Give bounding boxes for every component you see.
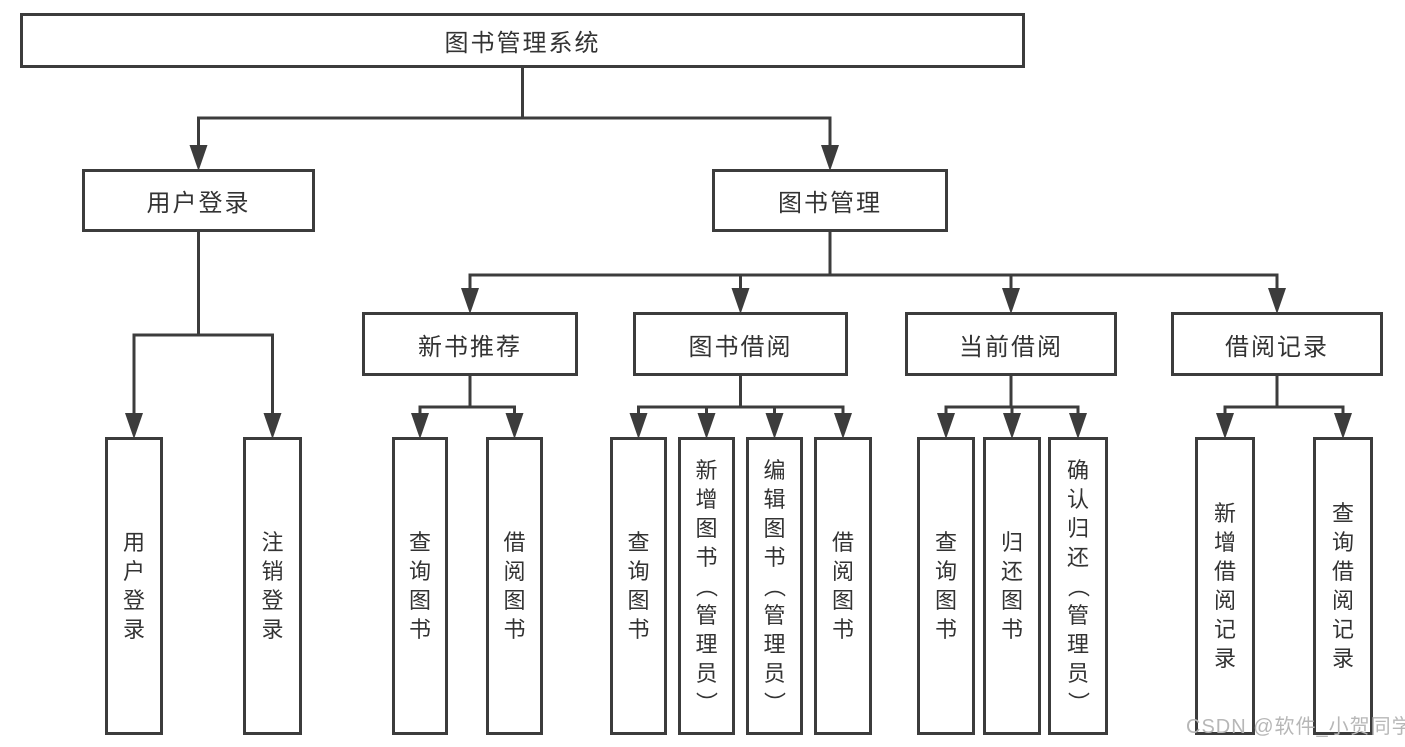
node-leaf-add-book: 新增图书（管理员） xyxy=(678,437,735,735)
arrowhead-icon xyxy=(821,145,839,171)
node-leaf-query-book-1: 查询图书 xyxy=(392,437,448,735)
arrowhead-icon xyxy=(1003,413,1021,439)
node-label: 图书管理 xyxy=(778,190,882,217)
arrowhead-icon xyxy=(189,145,208,171)
node-leaf-add-record: 新增借阅记录 xyxy=(1195,437,1255,735)
node-label: 图书管理系统 xyxy=(444,30,601,57)
node-label: 借阅图书 xyxy=(831,530,854,642)
node-leaf-borrow-book-2: 借阅图书 xyxy=(814,437,872,735)
node-leaf-confirm-return: 确认归还（管理员） xyxy=(1048,437,1108,735)
arrowhead-icon xyxy=(937,413,955,439)
arrowhead-icon xyxy=(1334,413,1352,439)
node-label: 新书推荐 xyxy=(418,333,522,361)
arrowhead-icon xyxy=(697,413,716,439)
arrowhead-icon xyxy=(731,288,750,314)
node-label: 借阅图书 xyxy=(503,530,526,642)
node-label: 用户登录 xyxy=(146,190,251,217)
node-label: 新增借阅记录 xyxy=(1213,501,1236,671)
node-label: 归还图书 xyxy=(1000,530,1023,642)
node-root: 图书管理系统 xyxy=(20,13,1025,68)
node-leaf-borrow-book-1: 借阅图书 xyxy=(486,437,543,735)
arrowhead-icon xyxy=(765,413,784,439)
node-current-borrow: 当前借阅 xyxy=(905,312,1117,376)
node-label: 新增图书（管理员） xyxy=(693,457,719,714)
arrowhead-icon xyxy=(1268,288,1286,314)
arrowhead-icon xyxy=(834,413,852,439)
arrowhead-icon xyxy=(1069,413,1087,439)
node-label: 确认归还（管理员） xyxy=(1065,457,1091,714)
arrowhead-icon xyxy=(461,288,479,314)
arrowhead-icon xyxy=(411,413,429,439)
node-label: 当前借阅 xyxy=(959,333,1063,361)
node-leaf-query-book-3: 查询图书 xyxy=(917,437,975,735)
node-leaf-return-book: 归还图书 xyxy=(983,437,1041,735)
arrowhead-icon xyxy=(125,413,143,439)
arrowhead-icon xyxy=(629,413,648,439)
node-borrow-record: 借阅记录 xyxy=(1171,312,1383,376)
node-label: 用户登录 xyxy=(122,530,145,642)
node-label: 查询借阅记录 xyxy=(1331,501,1354,671)
node-leaf-edit-book: 编辑图书（管理员） xyxy=(746,437,803,735)
arrowhead-icon xyxy=(1216,413,1234,439)
node-leaf-logout: 注销登录 xyxy=(243,437,302,735)
node-book-mgmt: 图书管理 xyxy=(712,169,948,232)
node-label: 图书借阅 xyxy=(688,333,793,361)
node-label: 查询图书 xyxy=(934,530,957,642)
arrowhead-icon xyxy=(1002,288,1020,314)
node-leaf-query-record: 查询借阅记录 xyxy=(1313,437,1373,735)
watermark: CSDN @软件_小贺同学 xyxy=(1186,716,1405,738)
node-leaf-query-book-2: 查询图书 xyxy=(610,437,667,735)
node-label: 查询图书 xyxy=(408,530,431,642)
node-label: 查询图书 xyxy=(627,530,650,642)
node-leaf-user-login: 用户登录 xyxy=(105,437,163,735)
node-label: 借阅记录 xyxy=(1225,333,1329,361)
node-user-login: 用户登录 xyxy=(82,169,315,232)
node-label: 注销登录 xyxy=(261,530,284,642)
arrowhead-icon xyxy=(263,413,282,439)
node-label: 编辑图书（管理员） xyxy=(761,457,787,714)
arrowhead-icon xyxy=(505,413,524,439)
node-new-book-rec: 新书推荐 xyxy=(362,312,578,376)
node-book-borrow: 图书借阅 xyxy=(633,312,848,376)
